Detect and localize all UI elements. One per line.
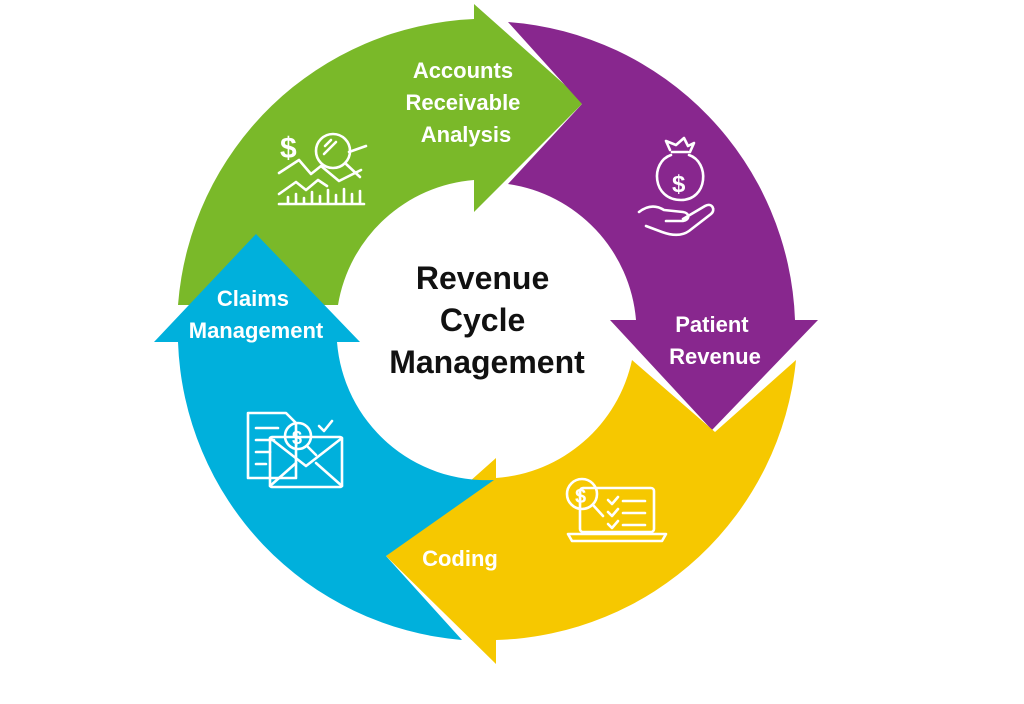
segment-coding: $ Coding	[386, 360, 796, 664]
segment-accounts-receivable-analysis: $ Accounts Receivable Analysis	[178, 4, 584, 305]
segment-claims-management: $ Claims Management	[154, 234, 494, 640]
dollar-analytics-icon: $	[277, 132, 368, 206]
label-claims-management: Claims Management	[189, 286, 324, 343]
label-coding: Coding	[422, 546, 498, 571]
arrow-patient-revenue	[508, 22, 818, 430]
money-bag-hand-icon: $	[637, 136, 715, 237]
documents-envelope-icon: $	[246, 411, 344, 489]
segment-patient-revenue: $ Patient Revenue	[508, 22, 818, 430]
arrow-coding	[386, 360, 796, 664]
center-title: Revenue Cycle Management	[389, 260, 585, 380]
label-patient-revenue: Patient Revenue	[669, 312, 761, 369]
svg-text:$: $	[672, 171, 686, 198]
svg-text:$: $	[280, 132, 297, 165]
laptop-checklist-icon: $	[565, 477, 668, 543]
svg-text:$: $	[292, 428, 302, 448]
label-accounts-receivable-analysis: Accounts Receivable Analysis	[405, 58, 526, 147]
arrow-accounts-receivable-analysis	[178, 4, 584, 305]
svg-text:$: $	[575, 486, 586, 508]
